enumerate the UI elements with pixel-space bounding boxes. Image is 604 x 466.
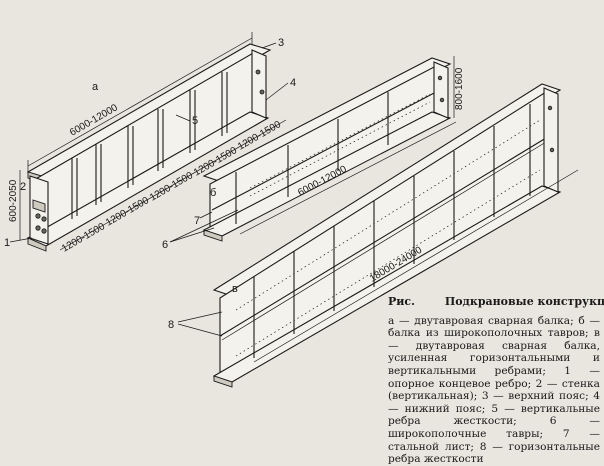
beam-v: 18000-24000 в 8 (168, 83, 579, 388)
label-1: 1 (4, 237, 10, 249)
beam-a: 6000-12000 600-2050 1200-1500 1200-1500 … (4, 32, 296, 255)
dim-a-height: 600-2050 (8, 179, 19, 222)
dim-b-height: 800-1600 (454, 67, 465, 110)
label-2: 2 (20, 181, 26, 193)
caption-heading: Подкрановые конструкции (444, 295, 604, 308)
label-v: в (232, 283, 238, 295)
label-b: б (210, 187, 216, 199)
caption-body: а — двутавровая сварная балка; б — балка… (388, 314, 600, 466)
label-7: 7 (194, 215, 200, 227)
label-3: 3 (278, 37, 284, 49)
label-a: а (92, 81, 99, 93)
label-5: 5 (192, 115, 198, 127)
figure-caption: Рис. Подкрановые конструкции а — двутавр… (388, 295, 604, 466)
beam-b: 6000-12000 800-1600 б 7 6 (162, 56, 465, 251)
caption-number: Рис. (388, 295, 415, 308)
caption-title: Рис. Подкрановые конструкции (388, 295, 604, 309)
label-6: 6 (162, 239, 168, 251)
label-4: 4 (290, 77, 296, 89)
label-8: 8 (168, 319, 174, 331)
